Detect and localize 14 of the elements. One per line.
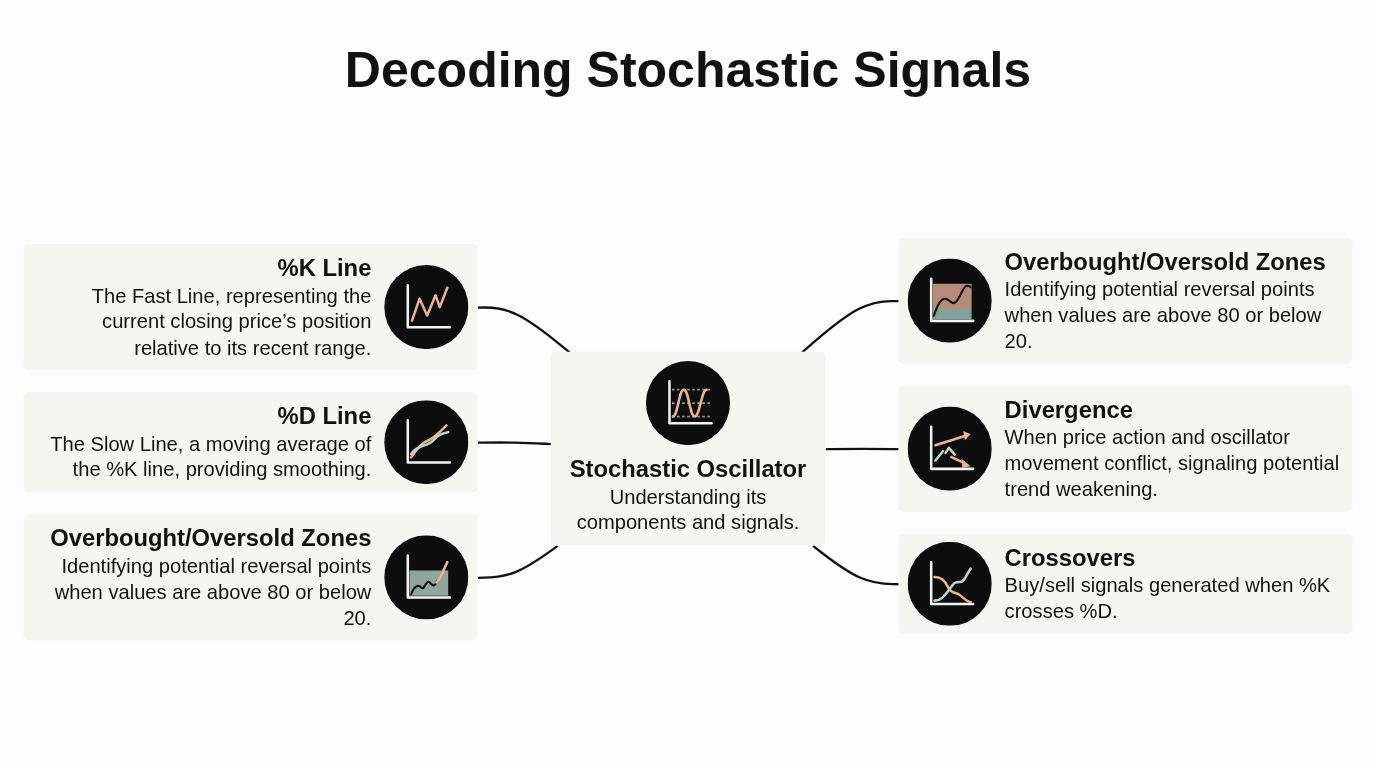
node-box: Divergence When price action and oscillator movement conflict, signaling potential trend weakening. [898,385,1353,512]
node-box: Overbought/Oversold Zones Identifying potential reversal points when values are above 80 or below 20. [23,514,478,641]
connector [478,306,571,354]
node-box: Crossovers Buy/sell signals generated when %K crosses %D. [898,533,1353,634]
node-box: %D Line The Slow Line, a moving average of the %K line, providing smoothing. [23,392,478,493]
connector [812,545,899,586]
connector [478,545,559,579]
diagram-title: Decoding Stochastic Signals [344,41,1032,100]
node-box: Overbought/Oversold Zones Identifying potential reversal points when values are above 80 or below 20. [898,237,1353,364]
connector [801,299,899,354]
connector [478,441,552,446]
node-box: %K Line The Fast Line, representing the current closing price’s position relative to its recent range. [23,244,478,371]
node-box: Stochastic Oscillator Understanding its components and signals. [550,351,826,546]
connector [825,447,899,451]
